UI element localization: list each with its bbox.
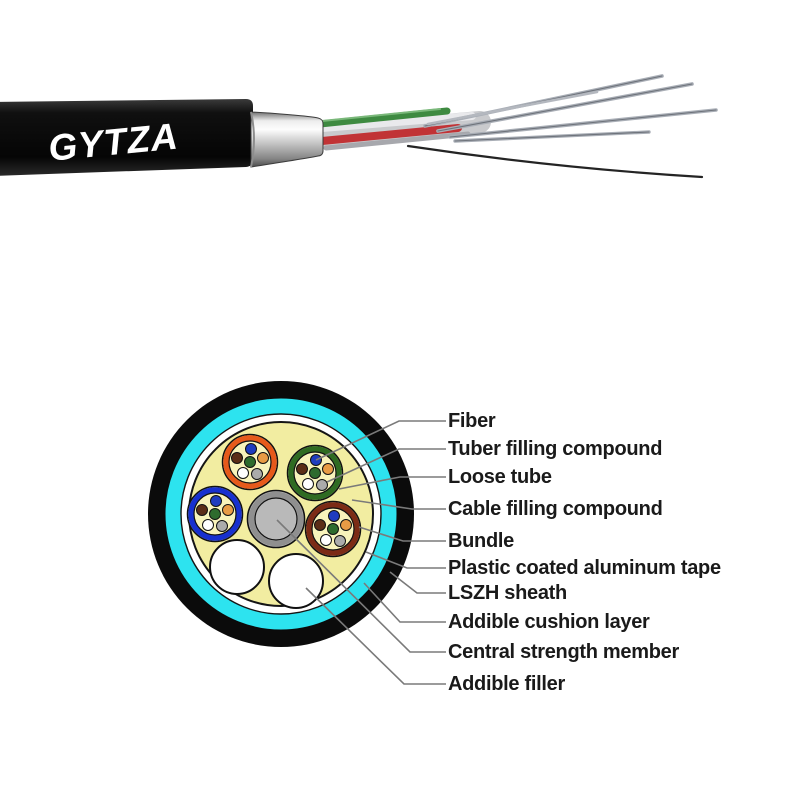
leader-line-central-strength-member [276, 519, 446, 653]
loose-tube-green [286, 444, 344, 502]
fiber-dot [216, 520, 228, 532]
diagram-label-plastic-coated-aluminum-tape: Plastic coated aluminum tape [448, 557, 721, 579]
fiber-dot [251, 468, 263, 480]
leader-line-bundle [358, 526, 446, 542]
loose-tube-orange [221, 433, 279, 491]
diagram-label-central-strength-member: Central strength member [448, 641, 679, 663]
diagram-label-bundle: Bundle [448, 530, 514, 552]
fiber-dot [302, 478, 314, 490]
diagram-label-cable-filling-compound: Cable filling compound [448, 498, 663, 520]
cable-inner-red-tube [318, 124, 462, 145]
fiber-dot [316, 479, 328, 491]
fiber-dot [222, 504, 234, 516]
fiber-dot [320, 534, 332, 546]
fiber-dot [340, 519, 352, 531]
fiber-dot [309, 467, 321, 479]
fiber-dot [210, 495, 222, 507]
fiber-dot [209, 508, 221, 520]
collar-left-cap [250, 111, 255, 168]
metal-collar [250, 111, 324, 168]
fiber-dot [257, 452, 269, 464]
cross-section-diagram [148, 381, 446, 685]
cable-inner-bundle [311, 111, 491, 151]
loose-tube-maroon [304, 500, 362, 558]
loose-tube-blue [186, 485, 244, 543]
fiber-dot [328, 510, 340, 522]
leader-line-lszh-sheath [389, 571, 446, 594]
fiber-dot [327, 523, 339, 535]
cable-inner-green-tube [316, 107, 451, 128]
cable-photo: GYTZA [0, 74, 718, 179]
diagram-label-addible-filler: Addible filler [448, 673, 565, 695]
leader-line-plastic-coated-aluminum-tape [365, 551, 446, 569]
fiber-dot [334, 535, 346, 547]
leader-line-addible-filler [305, 587, 446, 685]
leader-line-fiber [315, 420, 446, 461]
fiber-dot [244, 456, 256, 468]
addible-filler-right [268, 553, 324, 609]
diagram-label-addible-cushion-layer: Addible cushion layer [448, 611, 650, 633]
leader-line-addible-cushion-layer [363, 582, 446, 623]
fiber-dot [245, 443, 257, 455]
cable-jacket [0, 99, 253, 176]
fiber-dot [322, 463, 334, 475]
addible-filler-left [209, 539, 265, 595]
fiber-dot [202, 519, 214, 531]
steel-strands [406, 74, 718, 179]
fiber-dot [237, 467, 249, 479]
fiber-dot [196, 504, 208, 516]
diagram-label-tuber-filling-compound: Tuber filling compound [448, 438, 663, 460]
diagram-label-lszh-sheath: LSZH sheath [448, 582, 567, 604]
leader-line-loose-tube [338, 476, 446, 490]
fiber-dot [296, 463, 308, 475]
leader-line-tuber-filling-compound [326, 448, 446, 483]
leader-line-cable-filling-compound [351, 499, 446, 510]
fiber-dot [314, 519, 326, 531]
diagram-label-fiber: Fiber [448, 410, 496, 432]
diagram-label-loose-tube: Loose tube [448, 466, 552, 488]
fiber-dot [231, 452, 243, 464]
dark-strand [406, 144, 704, 179]
